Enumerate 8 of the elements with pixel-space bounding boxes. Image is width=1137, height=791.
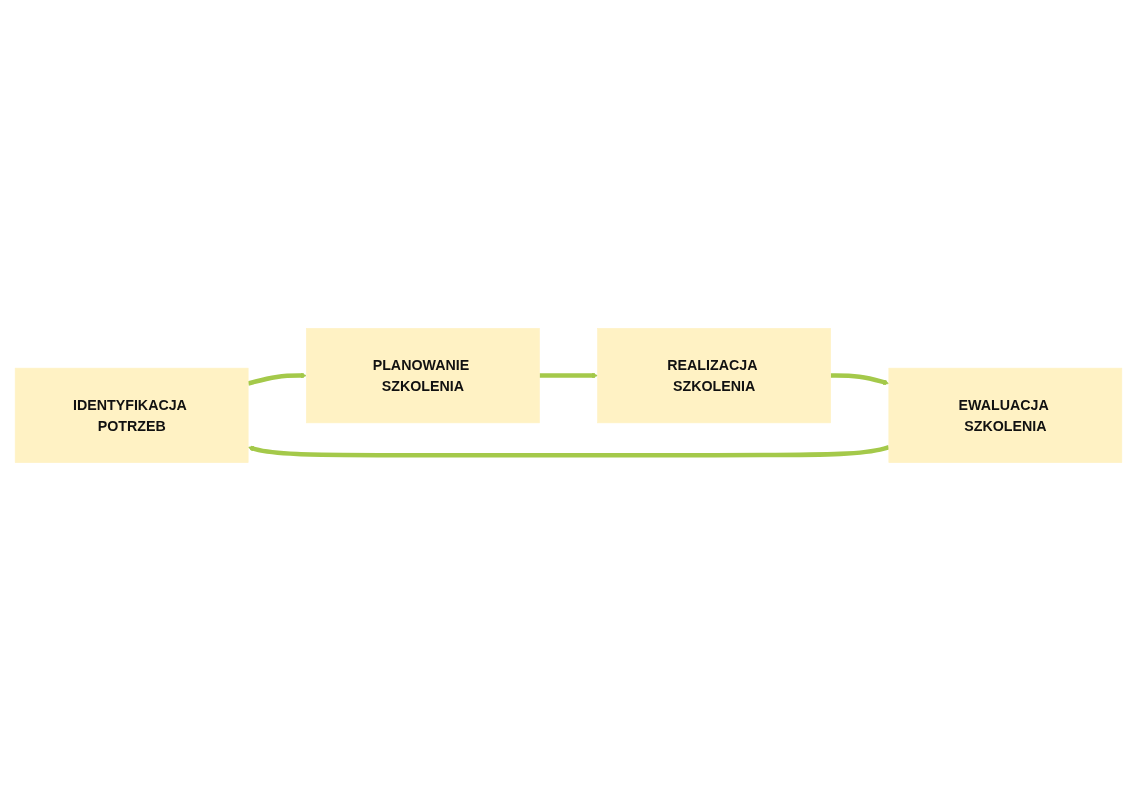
arrow xyxy=(247,445,890,458)
node-box: PLANOWANIE SZKOLENIA xyxy=(306,328,540,424)
node-box: IDENTYFIKACJA POTRZEB xyxy=(14,367,249,463)
arrow xyxy=(539,372,598,379)
arrow xyxy=(247,372,307,386)
node-box: EWALUACJA SZKOLENIA xyxy=(888,367,1123,463)
arrow xyxy=(830,373,890,386)
node-box: REALIZACJA SZKOLENIA xyxy=(597,328,831,424)
